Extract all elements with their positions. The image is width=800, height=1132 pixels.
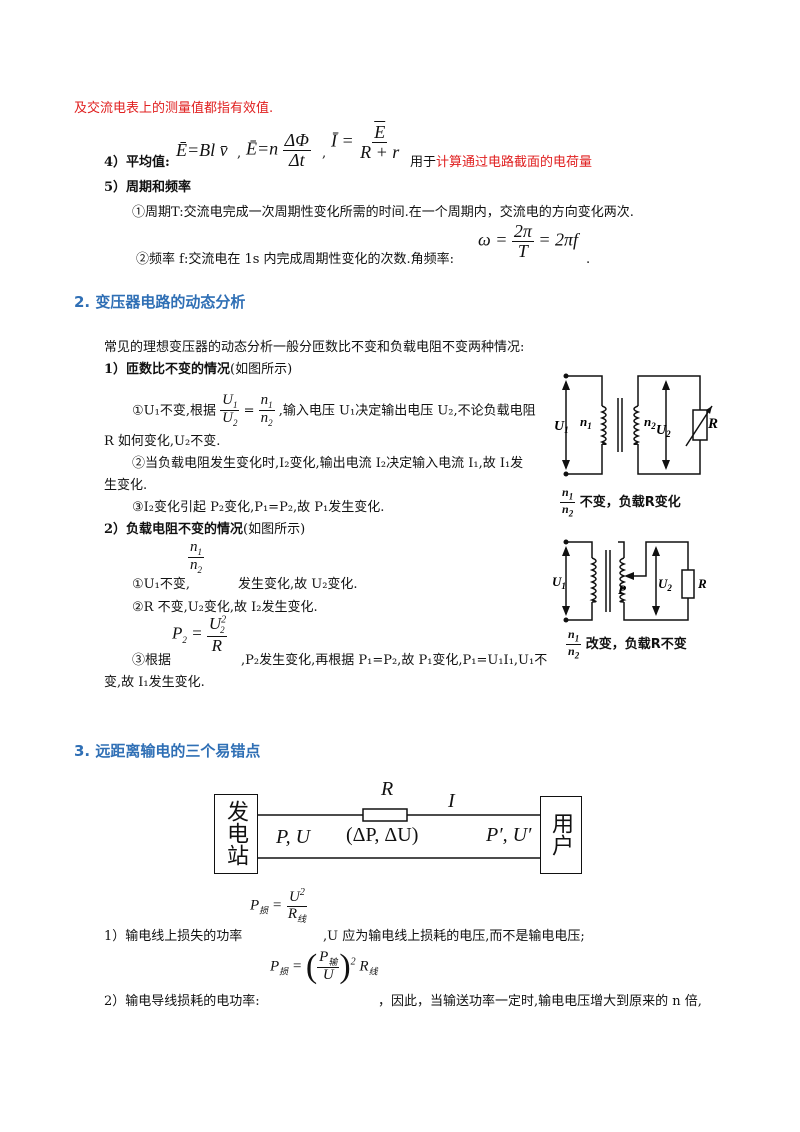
case-2-line-2: ②R 不变,U₂变化,故 I₂发生变化.	[132, 600, 318, 615]
period-frequency-label: 5）周期和频率	[104, 180, 192, 195]
case-1-line-2: R 如何变化,U₂不变.	[104, 434, 221, 449]
effective-value-note: 及交流电表上的测量值都指有效值.	[74, 101, 274, 116]
case-2-line-3: ③根据,P₂发生变化,再根据 P₁=P₂,故 P₁变化,P₁=U₁I₁,U₁不	[132, 653, 548, 668]
power-station-box: 发电站	[214, 794, 258, 874]
case-2-line-1: ①U₁不变,发生变化,故 U₂变化.	[132, 577, 358, 592]
svg-text:P: P	[618, 582, 627, 597]
case-1-line-4: 生变化.	[104, 478, 148, 493]
frequency-text: ②频率 f:交流电在 1s 内完成周期性变化的次数.角频率:	[136, 252, 455, 267]
point-2-suffix: ，因此，当输送功率一定时,输电电压增大到原来的 n 倍,	[378, 994, 702, 1009]
transformer-figure-fixed-ratio: U1 n1 n2 U2 R	[554, 373, 718, 477]
point-1-suffix: ,U 应为输电线上损耗的电压,而不是输电电压;	[323, 929, 585, 944]
case-1-line-5: ③I₂变化引起 P₂变化,P₁=P₂,故 P₁发生变化.	[132, 500, 385, 515]
transmission-lines	[258, 808, 540, 859]
average-value-label: 4）平均值:	[104, 155, 170, 170]
sending-power-voltage-label: P, U	[276, 826, 311, 848]
svg-text:U1: U1	[552, 574, 566, 591]
resistor-label: R	[707, 416, 718, 432]
section-2-title: 2. 变压器电路的动态分析	[74, 293, 246, 311]
section-3-title: 3. 远距离输电的三个易错点	[74, 742, 261, 760]
case-2-line-4: 变,故 I₁发生变化.	[104, 675, 205, 690]
receiving-power-voltage-label: P′, U′	[486, 824, 532, 846]
svg-text:R: R	[697, 576, 707, 591]
formula-avg-emf: Ē=Bl v̄	[176, 140, 228, 160]
line-resistance-label: R	[381, 778, 394, 800]
loss-label: (ΔP, ΔU)	[346, 824, 419, 846]
user-box: 用户	[540, 796, 582, 874]
point-1-prefix: 1）输电线上损失的功率	[104, 929, 243, 944]
case-2-heading: 2）负载电阻不变的情况(如图所示)	[104, 522, 306, 537]
period-text: ①周期T:交流电完成一次周期性变化所需的时间.在一个周期内，交流电的方向变化两次…	[132, 205, 634, 220]
point-2-prefix: 2）输电导线损耗的电功率:	[104, 994, 260, 1009]
svg-text:n2: n2	[644, 414, 656, 431]
transformer-figure-fixed-load: U1 P U2 R	[552, 539, 707, 623]
case-1-heading: 1）匝数比不变的情况(如图所示)	[104, 362, 293, 377]
u2-label: U2	[656, 423, 671, 439]
line-current-label: I	[448, 790, 455, 812]
charge-note: 用于计算通过电路截面的电荷量	[410, 155, 593, 170]
svg-text:n1: n1	[580, 414, 592, 431]
section-2-intro: 常见的理想变压器的动态分析一般分匝数比不变和负载电阻不变两种情况:	[104, 340, 525, 355]
svg-text:U2: U2	[658, 576, 672, 593]
case-1-line-3: ②当负载电阻发生变化时,I₂变化,输出电流 I₂决定输入电流 I₁,故 I₁发	[132, 456, 524, 471]
